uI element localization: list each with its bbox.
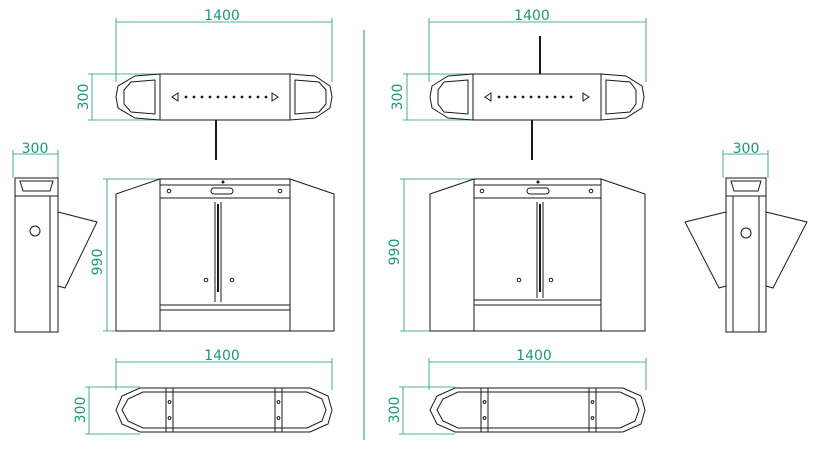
right-top-arrow-indicator (484, 92, 590, 102)
dim-right-bottom-height: 300 (387, 397, 403, 424)
left-front-side-panel-left (115, 178, 161, 332)
right-front-display (526, 187, 550, 195)
dim-right-front-height: 990 (387, 239, 403, 266)
left-bottom-bracket-left (165, 387, 174, 433)
dim-right-side-width: 300 (733, 141, 760, 157)
left-front-display (210, 187, 234, 195)
right-front-side-panel-right (600, 178, 646, 332)
dim-left-front-height: 990 (90, 249, 106, 276)
left-bottom-outline (115, 387, 333, 433)
left-front-housing (159, 178, 291, 332)
right-side-flap-left (684, 211, 727, 289)
left-top-body (159, 73, 291, 121)
right-side-flap-right (765, 211, 808, 289)
dim-left-side-width: 300 (22, 141, 49, 157)
right-bottom-outline (429, 387, 646, 433)
dim-left-top-width: 1400 (204, 8, 240, 24)
left-side-pedestal (14, 177, 59, 333)
right-top-end-cap-right (600, 73, 645, 121)
left-assembly: 1400 300 (12, 8, 335, 435)
dim-left-bottom-width: 1400 (204, 348, 240, 364)
left-front-view: 990 (90, 178, 335, 332)
right-bottom-bracket-right (588, 387, 597, 433)
dim-right-top-width: 1400 (514, 8, 550, 24)
left-top-arrow-indicator (171, 92, 279, 102)
left-front-side-panel-right (289, 178, 335, 332)
left-bottom-bracket-right (274, 387, 283, 433)
left-side-view: 300 (12, 141, 98, 333)
right-front-side-panel-left (429, 178, 475, 332)
right-top-body (472, 73, 602, 121)
right-top-view: 1400 300 (390, 8, 647, 160)
dim-left-top-height: 300 (76, 84, 92, 111)
left-top-end-cap-left (115, 73, 161, 121)
right-side-pedestal (725, 177, 767, 333)
left-top-view: 1400 300 (76, 8, 333, 160)
dim-right-top-height: 300 (390, 84, 406, 111)
right-bottom-bracket-left (480, 387, 489, 433)
right-side-view: 300 (684, 141, 808, 333)
right-assembly: 1400 300 (387, 8, 808, 435)
dim-right-bottom-width: 1400 (516, 348, 552, 364)
right-bottom-view: 1400 300 (387, 348, 647, 435)
left-side-sensor (29, 225, 41, 237)
dim-left-bottom-height: 300 (73, 397, 89, 424)
right-side-sensor (740, 227, 752, 239)
left-bottom-view: 1400 300 (73, 348, 333, 435)
right-front-view: 990 (387, 178, 646, 332)
